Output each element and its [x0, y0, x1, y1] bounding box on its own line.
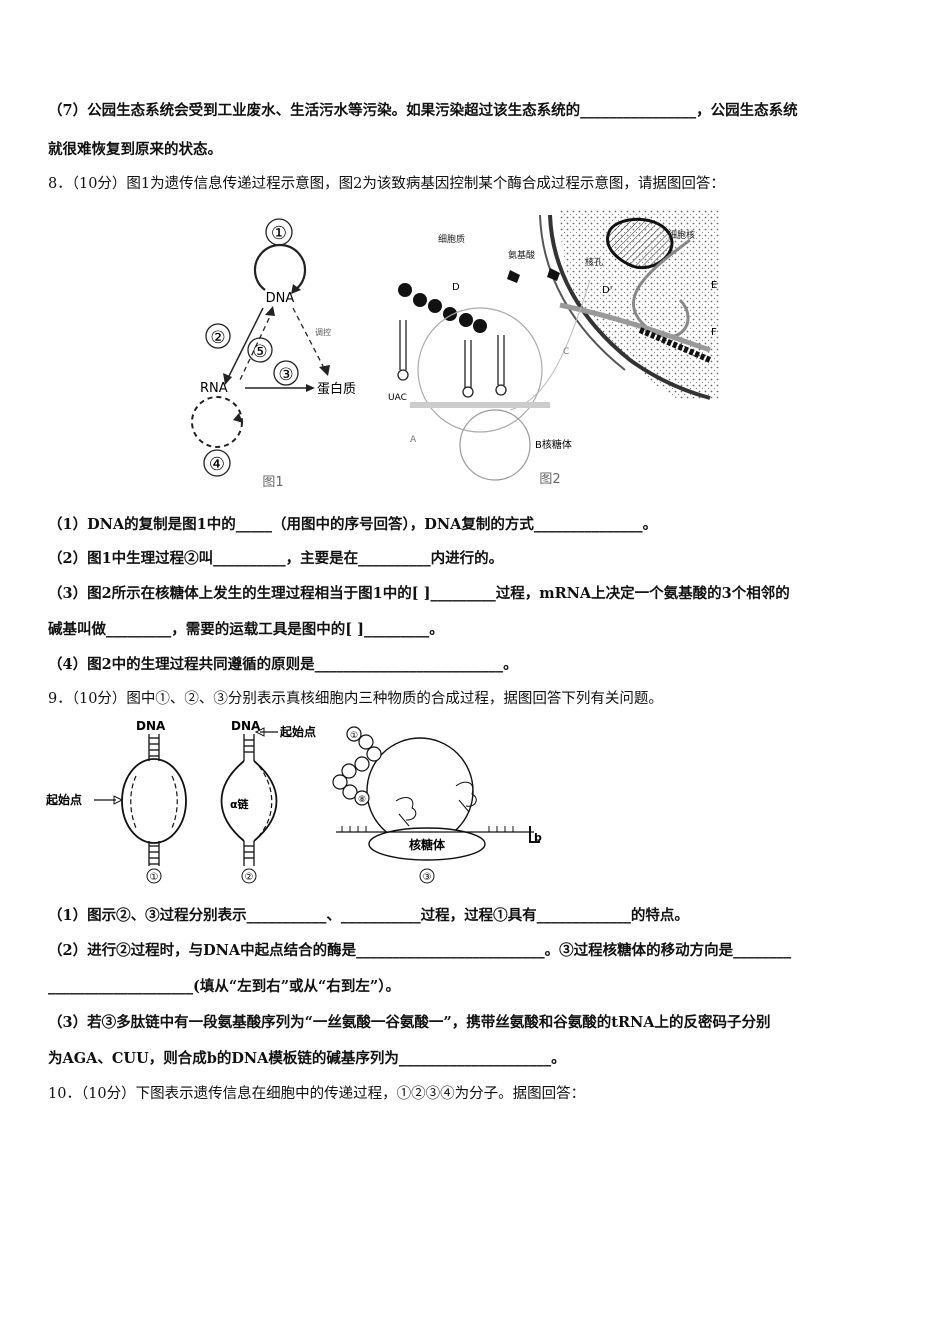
fig1-label-2: ② [210, 328, 225, 348]
fig1-label-5: ⑤ [252, 342, 267, 362]
fig1-label-1: ① [271, 223, 287, 244]
fig1-label-3: ③ [278, 365, 293, 385]
fig2-f: F [711, 327, 717, 338]
q9-sub2-b: ____________________(填从“左到右”或从“右到左”）。 [48, 978, 400, 995]
figure-3-diagram: DNA 起始点 ① DNA α链 起始点 ② 核糖体 b [45, 719, 542, 884]
figure-1-diagram: ① DNA 调控 ② ⑤ ③ RNA 蛋白质 ④ 图1 [191, 218, 356, 490]
q7-line-a: （7）公园生态系统会受到工业废水、生活污水等污染。如果污染超过该生态系统的___… [48, 102, 798, 119]
fig2-caption: 图2 [539, 472, 560, 487]
fig2-d: D [452, 282, 460, 293]
q8-sub1: （1）DNA的复制是图1中的_____（用图中的序号回答），DNA复制的方式__… [48, 516, 658, 533]
fig1-caption: 图1 [262, 475, 283, 490]
q7-line-b: 就很难恢复到原来的状态。 [48, 141, 222, 158]
fig2-ribosome: B核糖体 [535, 438, 572, 451]
fig2-dprime: D' [602, 285, 612, 296]
q9-sub3-b: 为AGA、CUU，则合成b的DNA模板链的碱基序列为______________… [48, 1050, 566, 1067]
fig3-start-1: 起始点 [45, 792, 82, 807]
q9-sub3-a: （3）若③多肽链中有一段氨基酸序列为“一丝氨酸一谷氨酸一”，携带丝氨酸和谷氨酸的… [48, 1014, 771, 1031]
fig1-dna: DNA [266, 291, 295, 306]
fig3-label-3: ③ [423, 872, 432, 883]
fig3-ribosome: 核糖体 [409, 837, 446, 852]
fig2-uac: UAC [388, 393, 407, 403]
fig2-nucleus: 细胞核 [668, 229, 695, 241]
q9-sub2-a: （2）进行②过程时，与DNA中起点结合的酶是__________________… [48, 942, 792, 959]
fig3-b: b [534, 831, 542, 844]
q8-sub3-b: 碱基叫做_________，需要的运载工具是图中的[ ]_________。 [48, 621, 444, 638]
fig1-rna: RNA [200, 381, 228, 396]
fig2-amino: 氨基酸 [508, 249, 535, 261]
fig3-peptide-1: ① [350, 731, 358, 741]
fig1-protein: 蛋白质 [317, 381, 356, 397]
q8-sub3-a: （3）图2所示在核糖体上发生的生理过程相当于图1中的[ ]_________过程… [48, 585, 790, 602]
q8-heading: 8．（10分）图1为遗传信息传递过程示意图，图2为该致病基因控制某个酶合成过程示… [48, 176, 725, 192]
q9-heading: 9．（10分）图中①、②、③分别表示真核细胞内三种物质的合成过程，据图回答下列有… [48, 691, 663, 707]
q9-sub1: （1）图示②、③过程分别表示___________、___________过程，… [48, 907, 689, 924]
fig3-peptide-8: ⑧ [358, 795, 366, 805]
q8-sub2: （2）图1中生理过程②叫__________，主要是在__________内进行… [48, 550, 504, 567]
q8-sub4: （4）图2中的生理过程共同遵循的原则是_____________________… [48, 656, 518, 673]
fig3-alpha: α链 [230, 797, 250, 811]
fig3-label-2: ② [245, 872, 254, 883]
fig1-small-label: 调控 [315, 327, 331, 337]
fig2-cytoplasm: 细胞质 [438, 233, 465, 245]
fig3-dna-2: DNA [231, 719, 261, 733]
fig3-label-1: ① [150, 872, 159, 883]
q10-heading: 10．（10分）下图表示遗传信息在细胞中的传递过程，①②③④为分子。据图回答： [48, 1086, 586, 1102]
figure-2-diagram: 细胞核 核孔 D' E F 细胞质 氨基酸 D UAC C A B核糖体 图2 [388, 210, 720, 487]
fig2-pore: 核孔 [585, 256, 603, 268]
fig1-label-4: ④ [209, 454, 225, 475]
fig2-e: E [711, 280, 717, 291]
fig2-c: C [563, 347, 569, 357]
fig2-a: A [410, 435, 417, 445]
fig3-dna-1: DNA [136, 719, 166, 733]
fig3-start-2: 起始点 [279, 724, 316, 739]
